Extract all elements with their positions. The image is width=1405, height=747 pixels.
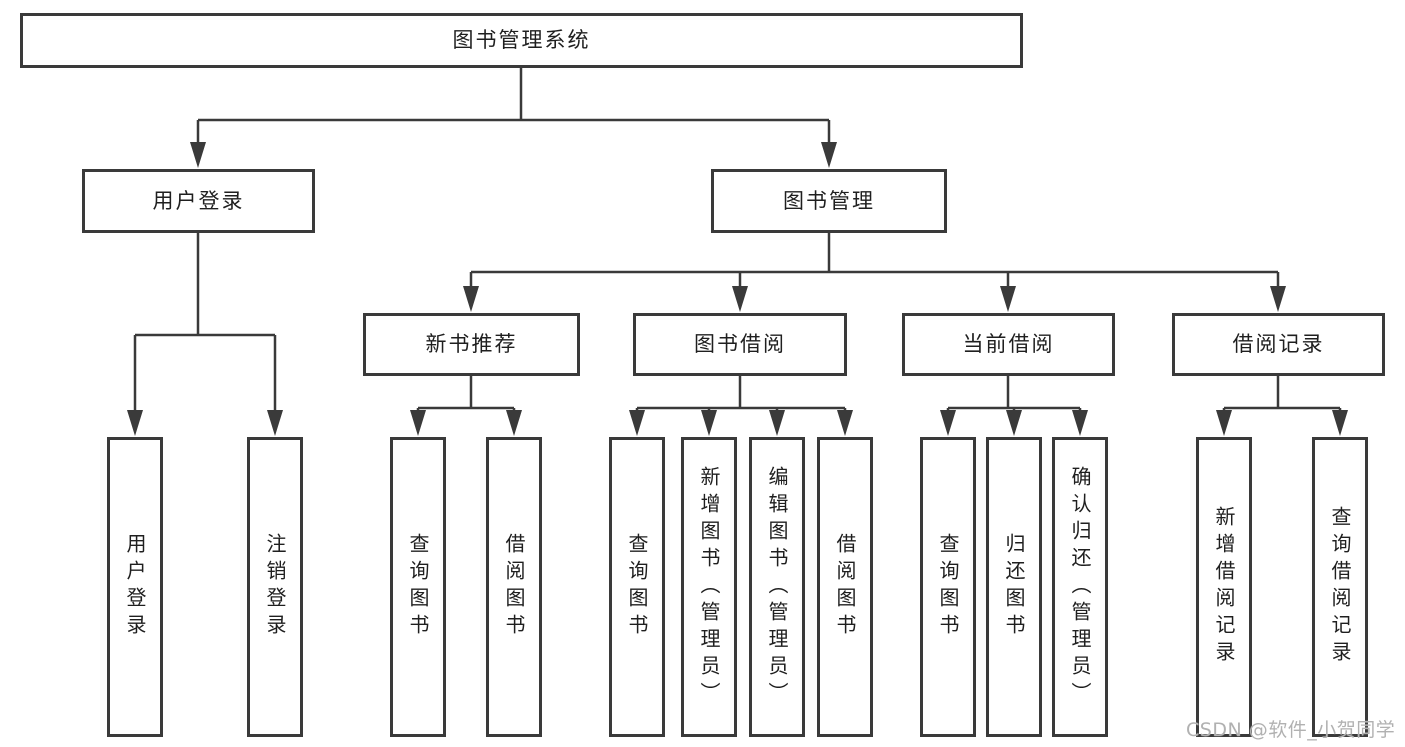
csdn-watermark: CSDN @软件_小贺同学 [1186,719,1396,741]
leaf-add-borrow-record: 新增借阅记录 [1196,437,1252,737]
leaf-query-borrow-record: 查询借阅记录 [1312,437,1368,737]
leaf-add-book-admin: 新增图书（管理员） [681,437,737,737]
node-library-system: 图书管理系统 [20,13,1023,68]
leaf-query-books-current: 查询图书 [920,437,976,737]
leaf-label: 新增图书（管理员） [697,465,721,709]
node-book-management: 图书管理 [711,169,947,233]
connector-current-borrow [940,376,1088,436]
leaf-logout: 注销登录 [247,437,303,737]
leaf-return-book: 归还图书 [986,437,1042,737]
leaf-label: 查询图书 [625,533,649,641]
leaf-label: 注销登录 [263,533,287,641]
arrowhead-icon [127,410,283,436]
arrowhead-icon [190,142,837,168]
leaf-label: 查询借阅记录 [1328,506,1352,668]
arrowhead-icon [940,410,1088,436]
leaf-label: 查询图书 [406,533,430,641]
leaf-borrow-books-borrow: 借阅图书 [817,437,873,737]
leaf-label: 借阅图书 [833,533,857,641]
node-current-borrow: 当前借阅 [902,313,1115,376]
node-book-borrow: 图书借阅 [633,313,847,376]
leaf-borrow-books-recommend: 借阅图书 [486,437,542,737]
node-label: 图书借阅 [694,332,786,356]
leaf-label: 编辑图书（管理员） [765,465,789,709]
leaf-label: 归还图书 [1002,533,1026,641]
node-label: 图书管理 [783,188,875,213]
arrowhead-icon [410,410,522,436]
connector-borrow-records [1216,376,1348,436]
node-user-login: 用户登录 [82,169,315,233]
arrowhead-icon [629,410,853,436]
node-borrow-records: 借阅记录 [1172,313,1385,376]
leaf-label: 新增借阅记录 [1212,506,1236,668]
leaf-label: 用户登录 [123,533,147,641]
leaf-label: 确认归还（管理员） [1068,465,1092,709]
node-label: 用户登录 [152,188,245,213]
connector-book-management [463,233,1286,312]
connector-book-borrow [629,376,853,436]
leaf-query-books-borrow: 查询图书 [609,437,665,737]
node-label: 图书管理系统 [452,28,591,52]
node-new-book-recommend: 新书推荐 [363,313,580,376]
leaf-label: 借阅图书 [502,533,526,641]
node-label: 借阅记录 [1232,332,1325,356]
leaf-query-books-recommend: 查询图书 [390,437,446,737]
arrowhead-icon [1216,410,1348,436]
leaf-edit-book-admin: 编辑图书（管理员） [749,437,805,737]
arrowhead-icon [463,286,1286,312]
node-label: 当前借阅 [962,332,1055,356]
connector-root [190,68,837,168]
node-label: 新书推荐 [425,332,518,356]
leaf-label: 查询图书 [936,533,960,641]
connector-new-book-recommend [410,376,522,436]
connector-user-login [127,233,283,436]
leaf-user-login: 用户登录 [107,437,163,737]
leaf-confirm-return-admin: 确认归还（管理员） [1052,437,1108,737]
